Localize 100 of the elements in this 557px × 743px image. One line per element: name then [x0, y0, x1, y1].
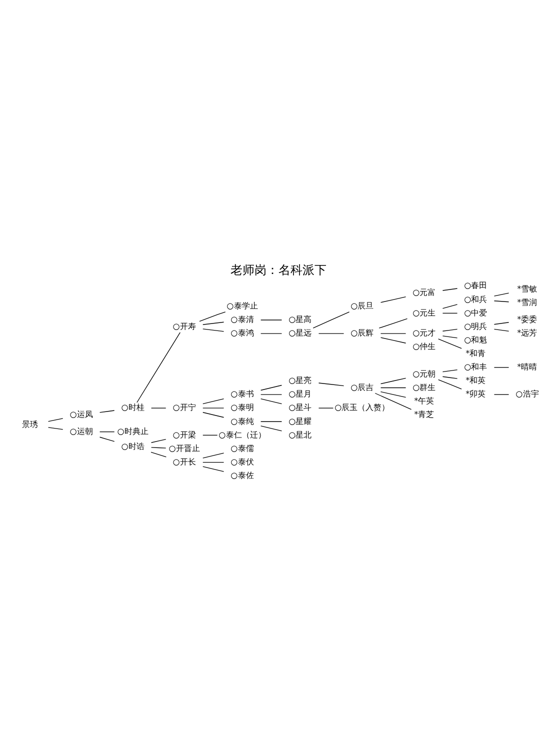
node-text: ○星斗: [288, 402, 312, 412]
connector: [442, 328, 458, 332]
node-text: ○开梁: [172, 429, 196, 440]
connector: [202, 462, 224, 463]
connector: [202, 322, 224, 325]
connector: [202, 328, 224, 332]
node-text: ○星亮: [288, 375, 312, 386]
connector: [48, 427, 64, 430]
connector: [442, 312, 458, 314]
node-text: *雪润: [517, 297, 538, 308]
connector: [202, 434, 218, 436]
node-text: ○泰儒: [230, 442, 254, 453]
connector: [260, 394, 282, 395]
connector: [494, 322, 510, 325]
connector: [260, 333, 282, 334]
connector: [150, 438, 166, 443]
connector: [99, 431, 115, 432]
connector: [380, 337, 406, 344]
node-text: ○元生: [412, 307, 436, 318]
node-text: ○辰旦: [350, 300, 374, 311]
node-text: ○泰明: [230, 402, 254, 412]
node-text: ○元朝: [412, 368, 436, 378]
node-text: *青芝: [414, 408, 434, 419]
connector: [374, 392, 412, 410]
connector: [380, 333, 406, 334]
node-text: *和青: [466, 348, 486, 358]
connector: [380, 296, 406, 303]
connector: [380, 391, 406, 398]
connector: [202, 466, 224, 472]
node-text: ○辰玉（入赘）: [334, 402, 390, 412]
connector: [150, 452, 167, 458]
connector: [136, 332, 180, 403]
connector: [438, 338, 462, 349]
node-text: ○辰吉: [350, 382, 374, 392]
connector: [380, 387, 406, 388]
connector: [312, 312, 350, 328]
diagram-title: 老师岗：名科派下: [230, 263, 326, 278]
connector: [494, 300, 510, 302]
node-text: ○时典止: [117, 426, 148, 436]
connector: [199, 312, 226, 322]
connector: [494, 328, 510, 332]
node-text: *雪敏: [517, 284, 538, 294]
connector: [438, 379, 462, 390]
connector: [318, 333, 344, 334]
connector: [202, 452, 224, 458]
node-text: ○开宁: [172, 402, 196, 412]
node-text: ○明兵: [464, 320, 488, 331]
connector: [202, 412, 224, 418]
connector: [494, 367, 510, 368]
node-text: *委委: [517, 314, 538, 324]
node-text: ○元富: [412, 286, 436, 297]
node-text: ○星耀: [288, 416, 312, 426]
node-text: ○泰鸿: [230, 328, 254, 338]
node-text: ○星高: [288, 314, 312, 324]
node-text: *和英: [466, 375, 486, 386]
node-text: ○群生: [412, 382, 436, 392]
connector: [260, 398, 282, 404]
connector: [494, 292, 510, 296]
node-text: ○运凤: [70, 408, 93, 419]
connector: [260, 426, 282, 432]
node-text: ○和兵: [464, 294, 488, 304]
node-text: *卯英: [466, 388, 486, 399]
node-text: ○元才: [412, 328, 436, 338]
node-text: ○星北: [288, 429, 312, 440]
node-text: 景琇: [22, 419, 38, 430]
connector: [494, 394, 510, 395]
connector: [202, 398, 224, 404]
node-text: ○泰伏: [230, 456, 254, 466]
node-text: ○星月: [288, 388, 312, 399]
node-text: ○泰佐: [230, 470, 254, 480]
node-text: ○星远: [288, 328, 312, 338]
node-text: ○运朝: [70, 426, 93, 436]
node-text: ○浩宇: [516, 388, 539, 399]
node-text: ○时桂: [121, 402, 144, 412]
node-text: ○和丰: [464, 362, 488, 372]
connector: [99, 436, 115, 442]
connector: [442, 376, 458, 379]
connector: [380, 378, 406, 384]
node-text: ○泰学止: [226, 300, 258, 311]
connector: [442, 336, 458, 338]
connector: [442, 304, 458, 309]
node-text: ○开寿: [172, 320, 196, 331]
node-text: *晴晴: [517, 362, 538, 372]
connector: [442, 288, 458, 291]
connector: [442, 370, 458, 372]
node-text: ○时诰: [121, 440, 144, 451]
node-text: ○中爱: [464, 307, 488, 318]
connector: [260, 421, 282, 422]
node-text: ○春田: [464, 280, 488, 290]
node-text: ○泰仁（迁）: [218, 429, 266, 440]
connector: [99, 410, 115, 413]
connector: [48, 418, 64, 422]
connector: [378, 318, 408, 328]
node-text: ○仲生: [412, 341, 436, 352]
node-text: ○辰辉: [350, 328, 374, 338]
node-text: *远芳: [517, 328, 538, 338]
node-text: ○泰书: [230, 388, 254, 399]
connector: [318, 382, 344, 386]
node-text: ○开长: [172, 456, 196, 466]
connector: [260, 384, 282, 391]
